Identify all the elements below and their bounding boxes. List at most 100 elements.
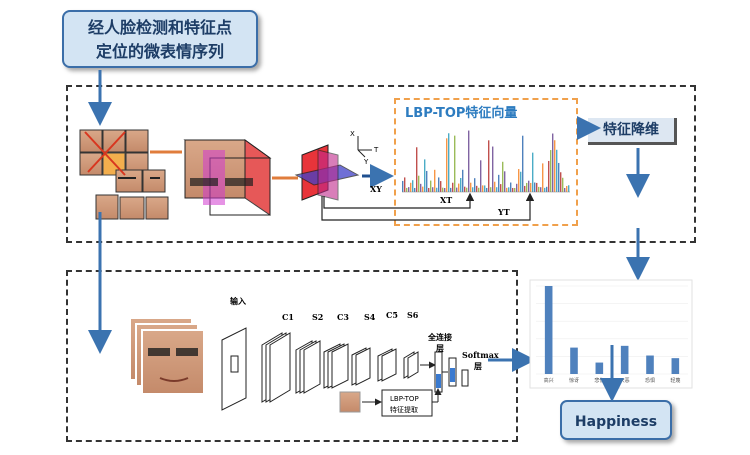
- xt-label: XT: [440, 195, 452, 205]
- chart-bar-5: [671, 358, 680, 374]
- histogram-bar: [410, 182, 412, 192]
- histogram-bar: [450, 187, 452, 192]
- histogram-bar: [500, 184, 502, 192]
- histogram-bar: [454, 135, 456, 192]
- histogram-bar: [542, 163, 544, 192]
- yt-label: YT: [497, 207, 510, 217]
- xy-label: XY: [370, 184, 382, 194]
- histogram-bar: [440, 181, 442, 192]
- histogram-bar: [418, 175, 420, 192]
- histogram-bar: [472, 187, 474, 192]
- histogram-bar: [416, 147, 418, 192]
- axis-t-label: T: [373, 146, 379, 154]
- cnn-input-label: 输入: [230, 296, 246, 306]
- histogram-bar: [512, 187, 514, 192]
- histogram-bar: [562, 177, 564, 192]
- xy-path: XY: [362, 164, 394, 194]
- lbp-top-feature-label: LBP-TOP特征向量: [405, 106, 518, 121]
- histogram-bar: [526, 182, 528, 192]
- lbp-extract-label-1: LBP-TOP: [390, 395, 419, 403]
- histogram-bar: [408, 187, 410, 192]
- histogram-bar: [534, 182, 536, 192]
- axis-y-label: Y: [363, 158, 369, 166]
- histogram-bar: [430, 180, 432, 192]
- histogram-bar: [460, 178, 462, 192]
- histogram-bar: [456, 187, 458, 192]
- histogram-bar: [404, 177, 406, 192]
- histogram-bar: [530, 182, 532, 192]
- histogram-bar: [564, 187, 566, 192]
- chart-category-label-0: 高兴: [544, 377, 554, 384]
- histogram-bar: [480, 160, 482, 192]
- fc-label-1: 全连接: [427, 332, 452, 342]
- softmax-label-2: 层: [473, 361, 482, 371]
- histogram-bar: [528, 180, 530, 192]
- chart-bar-4: [646, 355, 654, 374]
- histogram-bar: [462, 169, 464, 192]
- histogram-bar: [566, 185, 568, 192]
- chart-category-label-4: 恐惧: [645, 377, 655, 384]
- histogram-bar: [438, 177, 440, 192]
- xt-yt-paths: XT YT: [321, 192, 535, 221]
- histogram-bar: [494, 181, 496, 192]
- chart-bar-3: [620, 345, 629, 374]
- histogram-bar: [524, 185, 526, 192]
- histogram-bar: [426, 170, 428, 192]
- axis-icon: X T Y: [350, 130, 379, 166]
- histogram-bar: [488, 140, 490, 192]
- chart-category-label-2: 悲伤: [594, 377, 604, 384]
- histogram-bar: [422, 186, 424, 192]
- histogram-bar: [548, 160, 550, 192]
- histogram-bar: [554, 140, 556, 192]
- histogram-bar: [466, 187, 468, 192]
- input-sequence-line1: 经人脸检测和特征点: [87, 18, 232, 37]
- histogram-bar: [478, 187, 480, 192]
- histogram-bar: [504, 171, 506, 192]
- histogram-bar: [486, 187, 488, 192]
- histogram-bar: [444, 187, 446, 192]
- histogram-bar: [452, 182, 454, 192]
- lbp-top-pipeline-group: [66, 85, 696, 243]
- histogram-bar: [412, 180, 414, 192]
- histogram-bar: [508, 187, 510, 192]
- chart-bar-1: [570, 347, 578, 374]
- histogram-bar: [568, 185, 570, 192]
- histogram-bar: [470, 182, 472, 192]
- histogram-bar: [492, 146, 494, 192]
- histogram-bar: [502, 161, 504, 192]
- chart-category-label-5: 轻蔑: [670, 377, 680, 384]
- histogram-bar: [558, 162, 560, 192]
- layer-s4-label: S4: [364, 312, 376, 322]
- histogram-bar: [432, 187, 434, 192]
- histogram-bar: [482, 185, 484, 192]
- histogram-bar: [546, 186, 548, 192]
- histogram-bar: [490, 187, 492, 192]
- histogram-bar: [518, 169, 520, 192]
- histogram-bar: [522, 135, 524, 192]
- histogram-bar: [552, 133, 554, 192]
- histogram-bar: [434, 169, 436, 192]
- histogram-bar: [496, 187, 498, 192]
- orthogonal-planes: [294, 144, 360, 201]
- histogram-bar: [424, 159, 426, 192]
- face-volume-cube: [183, 139, 272, 216]
- histogram-bar: [498, 174, 500, 192]
- histogram-bar: [560, 172, 562, 192]
- histogram-bar: [414, 187, 416, 192]
- layer-c5-label: C5: [386, 310, 398, 320]
- histogram-bar: [520, 171, 522, 192]
- histogram-bar: [536, 182, 538, 192]
- cnn-layers: 输入 C1 S2 C3 S4 C5 S6 全连接 层 Softmax 层: [221, 296, 499, 417]
- histogram-bar: [484, 185, 486, 192]
- histogram-bar: [402, 180, 404, 192]
- histogram-bar: [406, 187, 408, 192]
- input-sequence-box: 经人脸检测和特征点 定位的微表情序列: [62, 10, 258, 68]
- chart-category-label-1: 惊讶: [569, 377, 579, 384]
- lbp-histogram: [402, 130, 570, 193]
- chart-category-label-3: 厌恶: [620, 378, 630, 384]
- histogram-bar: [468, 130, 470, 192]
- histogram-bar: [420, 183, 422, 192]
- histogram-bar: [442, 187, 444, 192]
- histogram-bar: [544, 187, 546, 192]
